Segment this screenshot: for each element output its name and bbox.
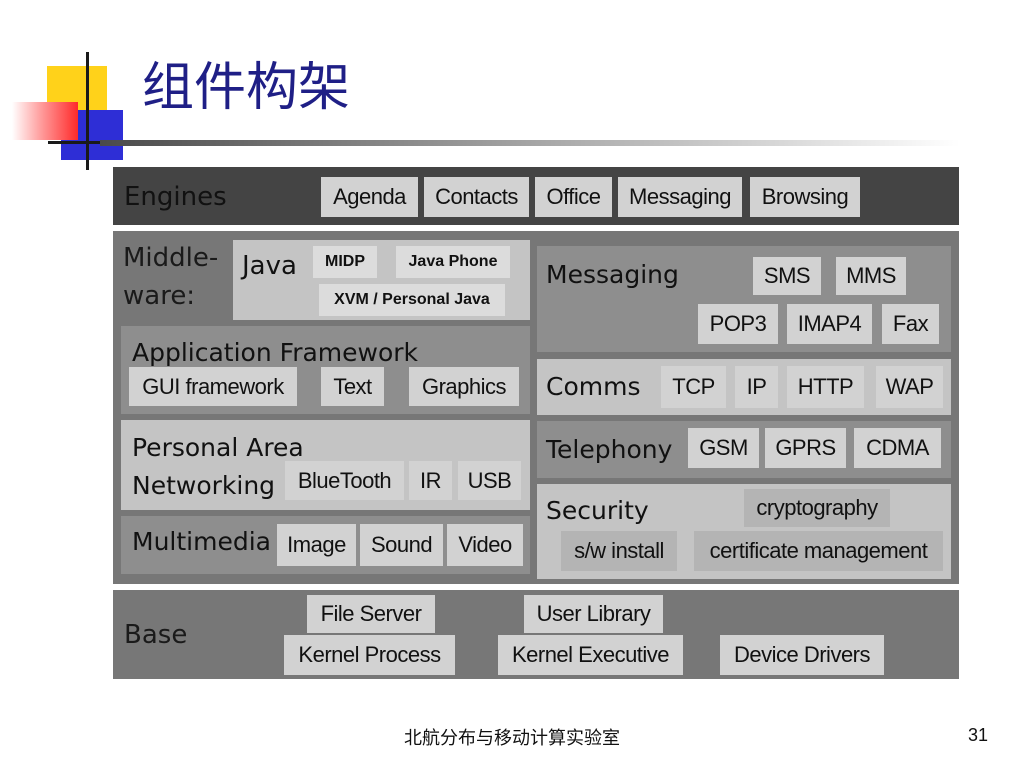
- base-file-server: File Server: [307, 595, 435, 633]
- engine-browsing: Browsing: [750, 177, 860, 217]
- comms-tcp: TCP: [661, 366, 726, 408]
- title-underline: [100, 140, 960, 146]
- msg-imap4: IMAP4: [787, 304, 872, 344]
- base-device-drivers: Device Drivers: [720, 635, 884, 675]
- sec-sw-install: s/w install: [561, 531, 677, 571]
- pan-ir: IR: [409, 461, 452, 500]
- comms-label: Comms: [546, 372, 641, 401]
- pan-label-line2: Networking: [132, 471, 276, 500]
- engine-messaging: Messaging: [618, 177, 742, 217]
- logo-horizontal-line: [48, 141, 138, 144]
- app-framework-label: Application Framework: [132, 338, 419, 367]
- tel-gprs: GPRS: [765, 428, 846, 468]
- java-phone: Java Phone: [396, 246, 510, 278]
- comms-http: HTTP: [787, 366, 864, 408]
- msg-fax: Fax: [882, 304, 939, 344]
- sec-cryptography: cryptography: [744, 489, 890, 527]
- media-video: Video: [447, 524, 523, 566]
- pan-bluetooth: BlueTooth: [285, 461, 404, 500]
- base-user-library: User Library: [524, 595, 663, 633]
- engine-office: Office: [535, 177, 612, 217]
- page-number: 31: [968, 725, 989, 745]
- pan-usb: USB: [458, 461, 521, 500]
- messaging-label: Messaging: [546, 260, 679, 289]
- tel-cdma: CDMA: [854, 428, 941, 468]
- java-xvm: XVM / Personal Java: [319, 284, 505, 316]
- slide-footer: 北航分布与移动计算实验室: [404, 728, 620, 749]
- engine-agenda: Agenda: [321, 177, 418, 217]
- engines-label: Engines: [124, 182, 227, 212]
- java-label: Java: [242, 251, 297, 281]
- java-midp: MIDP: [313, 246, 377, 278]
- middleware-label-line2: ware:: [123, 281, 196, 311]
- telephony-label: Telephony: [546, 435, 673, 464]
- tel-gsm: GSM: [688, 428, 759, 468]
- app-graphics: Graphics: [409, 367, 519, 406]
- logo-vertical-line: [86, 52, 89, 170]
- msg-pop3: POP3: [698, 304, 778, 344]
- middleware-label-line1: Middle-: [123, 243, 219, 273]
- app-gui-framework: GUI framework: [129, 367, 297, 406]
- pan-label-line1: Personal Area: [132, 433, 304, 462]
- comms-ip: IP: [735, 366, 778, 408]
- msg-sms: SMS: [753, 257, 821, 295]
- base-kernel-process: Kernel Process: [284, 635, 455, 675]
- sec-certificate-management: certificate management: [694, 531, 943, 571]
- logo-red-gradient: [12, 102, 78, 140]
- engine-contacts: Contacts: [424, 177, 529, 217]
- comms-wap: WAP: [876, 366, 943, 408]
- multimedia-label: Multimedia: [132, 527, 271, 556]
- media-sound: Sound: [360, 524, 443, 566]
- app-text: Text: [321, 367, 384, 406]
- msg-mms: MMS: [836, 257, 906, 295]
- base-label: Base: [124, 620, 188, 650]
- slide-title: 组件构架: [142, 58, 351, 118]
- media-image: Image: [277, 524, 356, 566]
- security-label: Security: [546, 496, 649, 525]
- base-kernel-executive: Kernel Executive: [498, 635, 683, 675]
